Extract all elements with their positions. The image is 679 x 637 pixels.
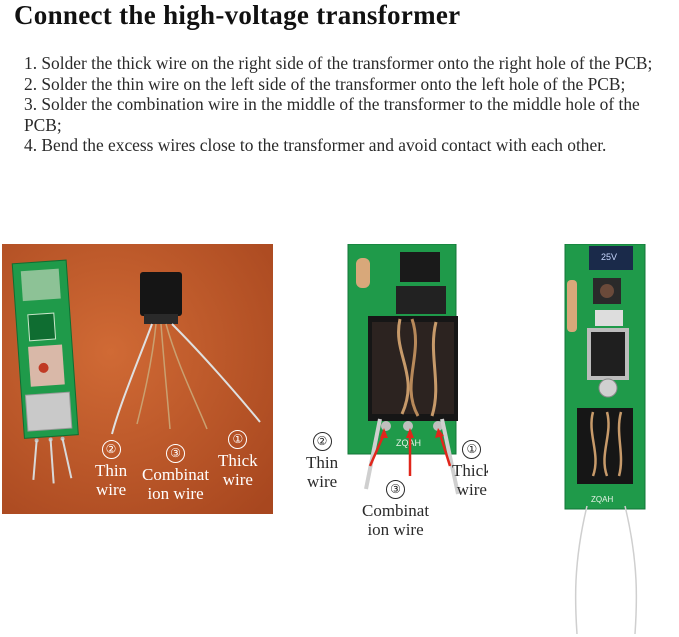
photo1-combination-wire-label: ③ Combinat ion wire xyxy=(142,444,209,503)
photo1-thick-wire-text: Thick wire xyxy=(218,451,258,489)
photo2-thick-wire-text: Thick wire xyxy=(452,461,488,499)
photo1-combination-wire-text: Combinat ion wire xyxy=(142,465,210,503)
photo1-thin-wire-text: Thin wire xyxy=(95,461,128,499)
photo3-board-text: ZQAH xyxy=(591,495,613,504)
step-4: 4. Bend the excess wires close to the tr… xyxy=(24,135,607,156)
photo1-combination-wire-badge: ③ xyxy=(166,444,186,463)
photo1-thin-wire-badge: ② xyxy=(101,440,121,459)
instructions-list: 1. Solder the thick wire on the right si… xyxy=(24,53,664,156)
step-2: 2. Solder the thin wire on the left side… xyxy=(24,73,626,94)
photo2-thin-wire-text: Thin wire xyxy=(306,453,339,491)
photo2-combination-wire-label: ③ Combinat ion wire xyxy=(362,480,429,539)
photo1-thin-wire-label: ② Thin wire xyxy=(95,440,127,499)
photo-completed-pcb: 25V ZQAH xyxy=(553,244,653,637)
photo1-thick-wire-badge: ① xyxy=(228,430,248,449)
step-3: 3. Solder the combination wire in the mi… xyxy=(24,94,640,135)
photo-soldered-closeup-drawing: ZQAH xyxy=(347,244,460,495)
photo-pcb-and-transformer: ② Thin wire ③ Combinat ion wire ① Thick … xyxy=(2,244,273,514)
photo2-combination-wire-text: Combinat ion wire xyxy=(362,501,430,539)
photo2-board-text: ZQAH xyxy=(396,438,421,448)
photo-completed-pcb-drawing: 25V ZQAH xyxy=(564,244,646,635)
page-title: Connect the high-voltage transformer xyxy=(14,0,461,30)
photo-pcb-and-transformer-drawing xyxy=(2,244,273,514)
step-1: 1. Solder the thick wire on the right si… xyxy=(24,53,653,73)
photo-soldered-closeup: ZQAH ② Thin wire ③ Combinat ion wire ① T… xyxy=(300,244,488,539)
photo2-thick-wire-badge: ① xyxy=(462,440,482,459)
photo2-thick-wire-label: ① Thick wire xyxy=(452,440,488,499)
photo3-capacitor-text: 25V xyxy=(601,252,617,262)
photo2-thin-wire-badge: ② xyxy=(312,432,332,451)
photo1-thick-wire-label: ① Thick wire xyxy=(218,430,258,489)
photo2-combination-wire-badge: ③ xyxy=(386,480,406,499)
photo2-thin-wire-label: ② Thin wire xyxy=(306,432,338,491)
